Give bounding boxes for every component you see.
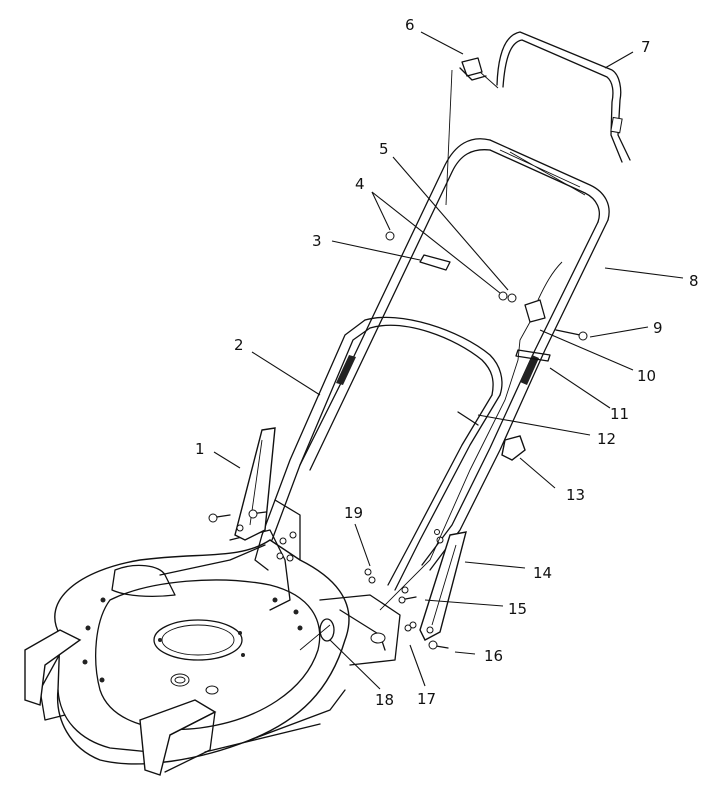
- callout-10: 10: [637, 367, 656, 385]
- leader-lines: [213, 31, 684, 690]
- callout-numbers: 1 2 3 4 5 6 7 8 9 10 11 12 13 14 15 16 1…: [195, 16, 699, 709]
- bolt-9: [555, 329, 588, 341]
- callout-18: 18: [375, 691, 394, 709]
- mower-deck: [24, 529, 401, 776]
- callout-8: 8: [689, 272, 699, 290]
- lower-handle: [254, 316, 503, 629]
- callout-17: 17: [417, 690, 436, 708]
- callout-3: 3: [312, 232, 322, 250]
- callout-19: 19: [344, 504, 363, 522]
- callout-1: 1: [195, 440, 205, 458]
- callout-12: 12: [597, 430, 616, 448]
- clip-11: [515, 349, 551, 362]
- callout-6: 6: [405, 16, 415, 34]
- control-bail: [496, 31, 631, 163]
- callout-7: 7: [641, 38, 651, 56]
- callout-2: 2: [234, 336, 244, 354]
- nut-4a: [385, 231, 395, 241]
- callout-13: 13: [566, 486, 585, 504]
- callout-16: 16: [484, 647, 503, 665]
- washer-5: [507, 293, 517, 303]
- callout-11: 11: [610, 405, 629, 423]
- screw-12: [457, 411, 479, 426]
- left-bracket: [234, 427, 276, 541]
- callout-4: 4: [355, 175, 365, 193]
- knob-13: [501, 435, 526, 461]
- spring-18: [299, 618, 335, 651]
- cable-clip: [445, 57, 499, 206]
- cable-bracket: [379, 261, 563, 611]
- right-bracket: [419, 531, 467, 641]
- bracket-bolts: [208, 509, 449, 650]
- callout-15: 15: [508, 600, 527, 618]
- upper-handle: [299, 138, 610, 571]
- callout-9: 9: [653, 319, 663, 337]
- handle-knob: [419, 254, 451, 271]
- nut-4b: [498, 291, 508, 301]
- callout-5: 5: [379, 140, 389, 158]
- callout-14: 14: [533, 564, 552, 582]
